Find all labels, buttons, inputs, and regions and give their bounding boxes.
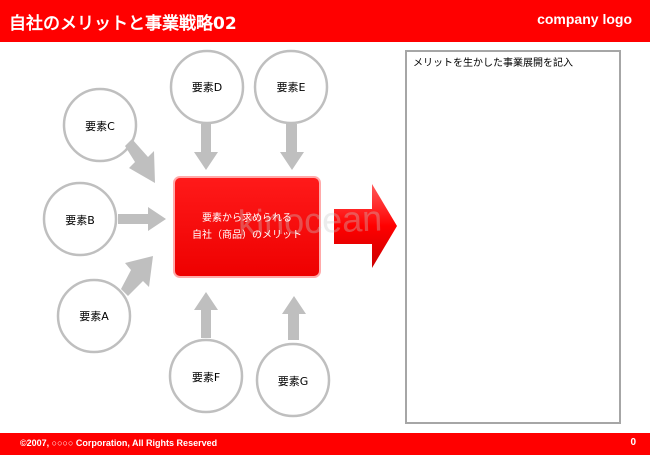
header-bar: 自社のメリットと事業戦略02 company logo xyxy=(0,0,650,42)
big-red-arrow xyxy=(334,184,397,268)
copyright-text: ©2007, ○○○○ Corporation, All Rights Rese… xyxy=(20,438,218,448)
panel-label: メリットを生かした事業展開を記入 xyxy=(413,58,573,69)
element-label-c: 要素C xyxy=(85,120,115,133)
element-label-b: 要素B xyxy=(65,214,95,227)
arrow-e xyxy=(280,124,304,170)
element-circle-f xyxy=(168,338,244,414)
element-label-a: 要素A xyxy=(79,310,109,323)
element-label-d: 要素D xyxy=(191,81,223,94)
page-title: 自社のメリットと事業戦略02 xyxy=(9,14,237,34)
element-circle-b xyxy=(42,181,118,257)
arrow-d xyxy=(194,124,218,170)
element-label-f: 要素F xyxy=(191,371,221,384)
center-line-2: 自社（商品）のメリット xyxy=(192,230,302,241)
element-circle-a xyxy=(56,278,132,354)
arrow-b xyxy=(118,207,166,231)
element-circle-e xyxy=(253,49,329,125)
center-line-1: 要素から求められる xyxy=(202,213,292,224)
arrow-c xyxy=(125,139,155,183)
company-logo: company logo xyxy=(537,11,632,27)
center-box-text: 要素から求められる 自社（商品）のメリット xyxy=(175,178,319,276)
element-label-e: 要素E xyxy=(276,81,306,94)
element-circle-d xyxy=(169,49,245,125)
element-circle-g xyxy=(255,342,331,418)
element-label-g: 要素G xyxy=(277,375,309,388)
arrow-g xyxy=(282,296,306,340)
arrow-f xyxy=(194,292,218,338)
arrow-a xyxy=(121,256,153,296)
center-box xyxy=(173,176,321,278)
page-number: 0 xyxy=(630,437,636,448)
footer-bar: ©2007, ○○○○ Corporation, All Rights Rese… xyxy=(0,433,650,455)
element-circle-c xyxy=(62,87,138,163)
strategy-input-panel[interactable]: メリットを生かした事業展開を記入 xyxy=(405,50,621,424)
